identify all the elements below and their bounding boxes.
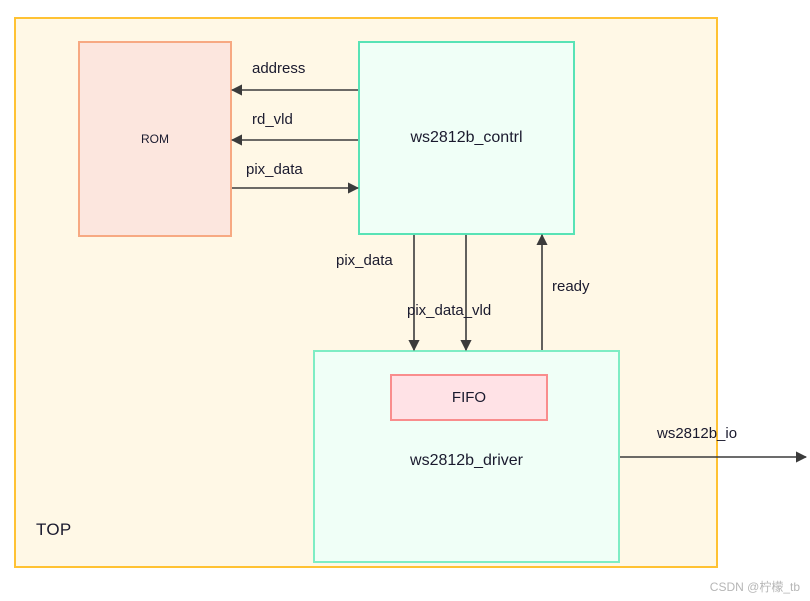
- label-ready: ready: [552, 278, 590, 295]
- block-ws2812b-driver-label: ws2812b_driver: [410, 452, 523, 469]
- block-ws2812b-contrl-label: ws2812b_contrl: [410, 129, 523, 146]
- top-module-label: TOP: [36, 520, 72, 539]
- label-pix-data: pix_data: [336, 252, 393, 269]
- csdn-watermark: CSDN @柠檬_tb: [709, 580, 800, 594]
- label-address: address: [252, 60, 306, 77]
- block-ws2812b-contrl: ws2812b_contrl: [358, 41, 575, 235]
- block-fifo: FIFO: [390, 374, 548, 421]
- label-rd-vld: rd_vld: [252, 111, 293, 128]
- label-pix-data-rom: pix_data: [246, 161, 303, 178]
- block-ws2812b-driver: FIFO ws2812b_driver: [313, 350, 620, 563]
- block-rom-label: ROM: [141, 132, 169, 146]
- label-pix-data-vld: pix_data_vld: [407, 302, 492, 319]
- label-ws2812b-io: ws2812b_io: [657, 425, 738, 442]
- block-fifo-label: FIFO: [451, 389, 487, 406]
- block-rom: ROM: [78, 41, 232, 237]
